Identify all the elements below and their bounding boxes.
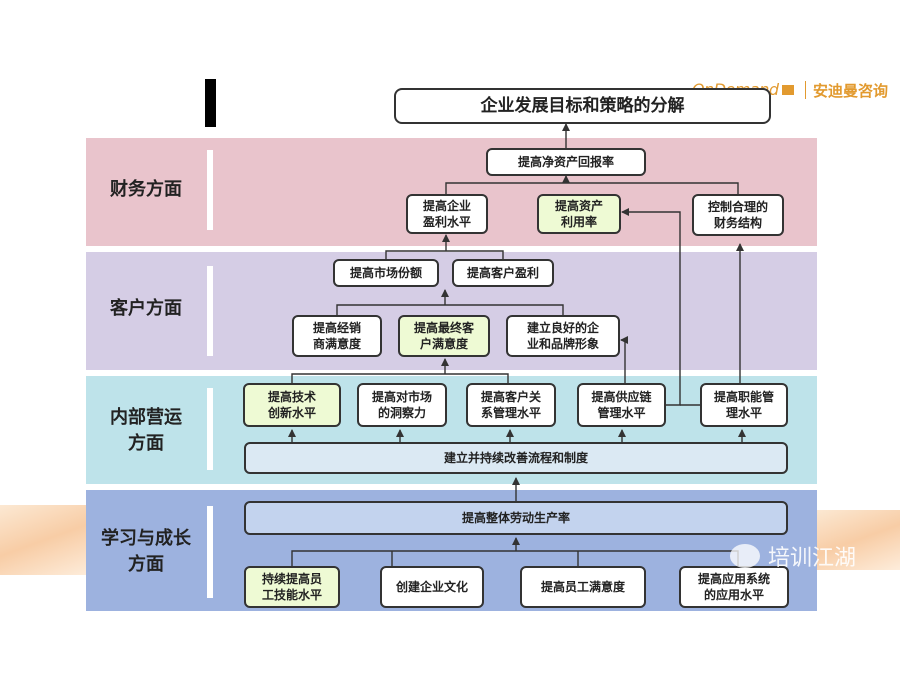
node-asset-util: 提高资产 利用率 bbox=[537, 194, 621, 234]
title-accent-bar bbox=[205, 79, 216, 127]
node-func-mgmt: 提高职能管 理水平 bbox=[700, 383, 788, 427]
node-client-profit: 提高客户盈利 bbox=[452, 259, 554, 287]
node-culture: 创建企业文化 bbox=[380, 566, 484, 608]
node-emp-sat: 提高员工满意度 bbox=[520, 566, 646, 608]
separator bbox=[207, 388, 213, 470]
separator bbox=[207, 506, 213, 598]
brand-mark-icon bbox=[781, 85, 794, 95]
decorative-swoosh-left bbox=[0, 505, 90, 575]
band-label-internal: 内部营运 方面 bbox=[110, 407, 182, 454]
node-crm: 提高客户关 系管理水平 bbox=[466, 383, 556, 427]
node-market-share: 提高市场份额 bbox=[333, 259, 439, 287]
node-roe: 提高净资产回报率 bbox=[486, 148, 646, 176]
band-label-learning: 学习与成长 方面 bbox=[101, 528, 191, 575]
decorative-swoosh-right bbox=[815, 510, 900, 570]
band-label-finance: 财务方面 bbox=[110, 179, 182, 200]
node-brand-image: 建立良好的企 业和品牌形象 bbox=[506, 315, 620, 357]
node-fin-structure: 控制合理的 财务结构 bbox=[692, 194, 784, 236]
band-label-customer: 客户方面 bbox=[110, 298, 182, 319]
brand-divider bbox=[805, 81, 806, 99]
watermark: 培训江湖 bbox=[730, 540, 856, 572]
node-market-insight: 提高对市场 的洞察力 bbox=[357, 383, 447, 427]
brand-cn: 安迪曼咨询 bbox=[813, 82, 889, 100]
node-profit-level: 提高企业 盈利水平 bbox=[406, 194, 488, 234]
node-end-sat: 提高最终客 户满意度 bbox=[398, 315, 490, 357]
node-scm: 提高供应链 管理水平 bbox=[577, 383, 666, 427]
node-tech-innov: 提高技术 创新水平 bbox=[243, 383, 341, 427]
separator bbox=[207, 150, 213, 230]
wechat-icon bbox=[730, 544, 760, 568]
separator bbox=[207, 266, 213, 356]
page-title: 企业发展目标和策略的分解 bbox=[394, 88, 771, 124]
node-process: 建立并持续改善流程和制度 bbox=[244, 442, 788, 474]
node-systems: 提高应用系统 的应用水平 bbox=[679, 566, 789, 608]
node-skills: 持续提高员 工技能水平 bbox=[244, 566, 340, 608]
node-dealer-sat: 提高经销 商满意度 bbox=[292, 315, 382, 357]
node-productivity: 提高整体劳动生产率 bbox=[244, 501, 788, 535]
